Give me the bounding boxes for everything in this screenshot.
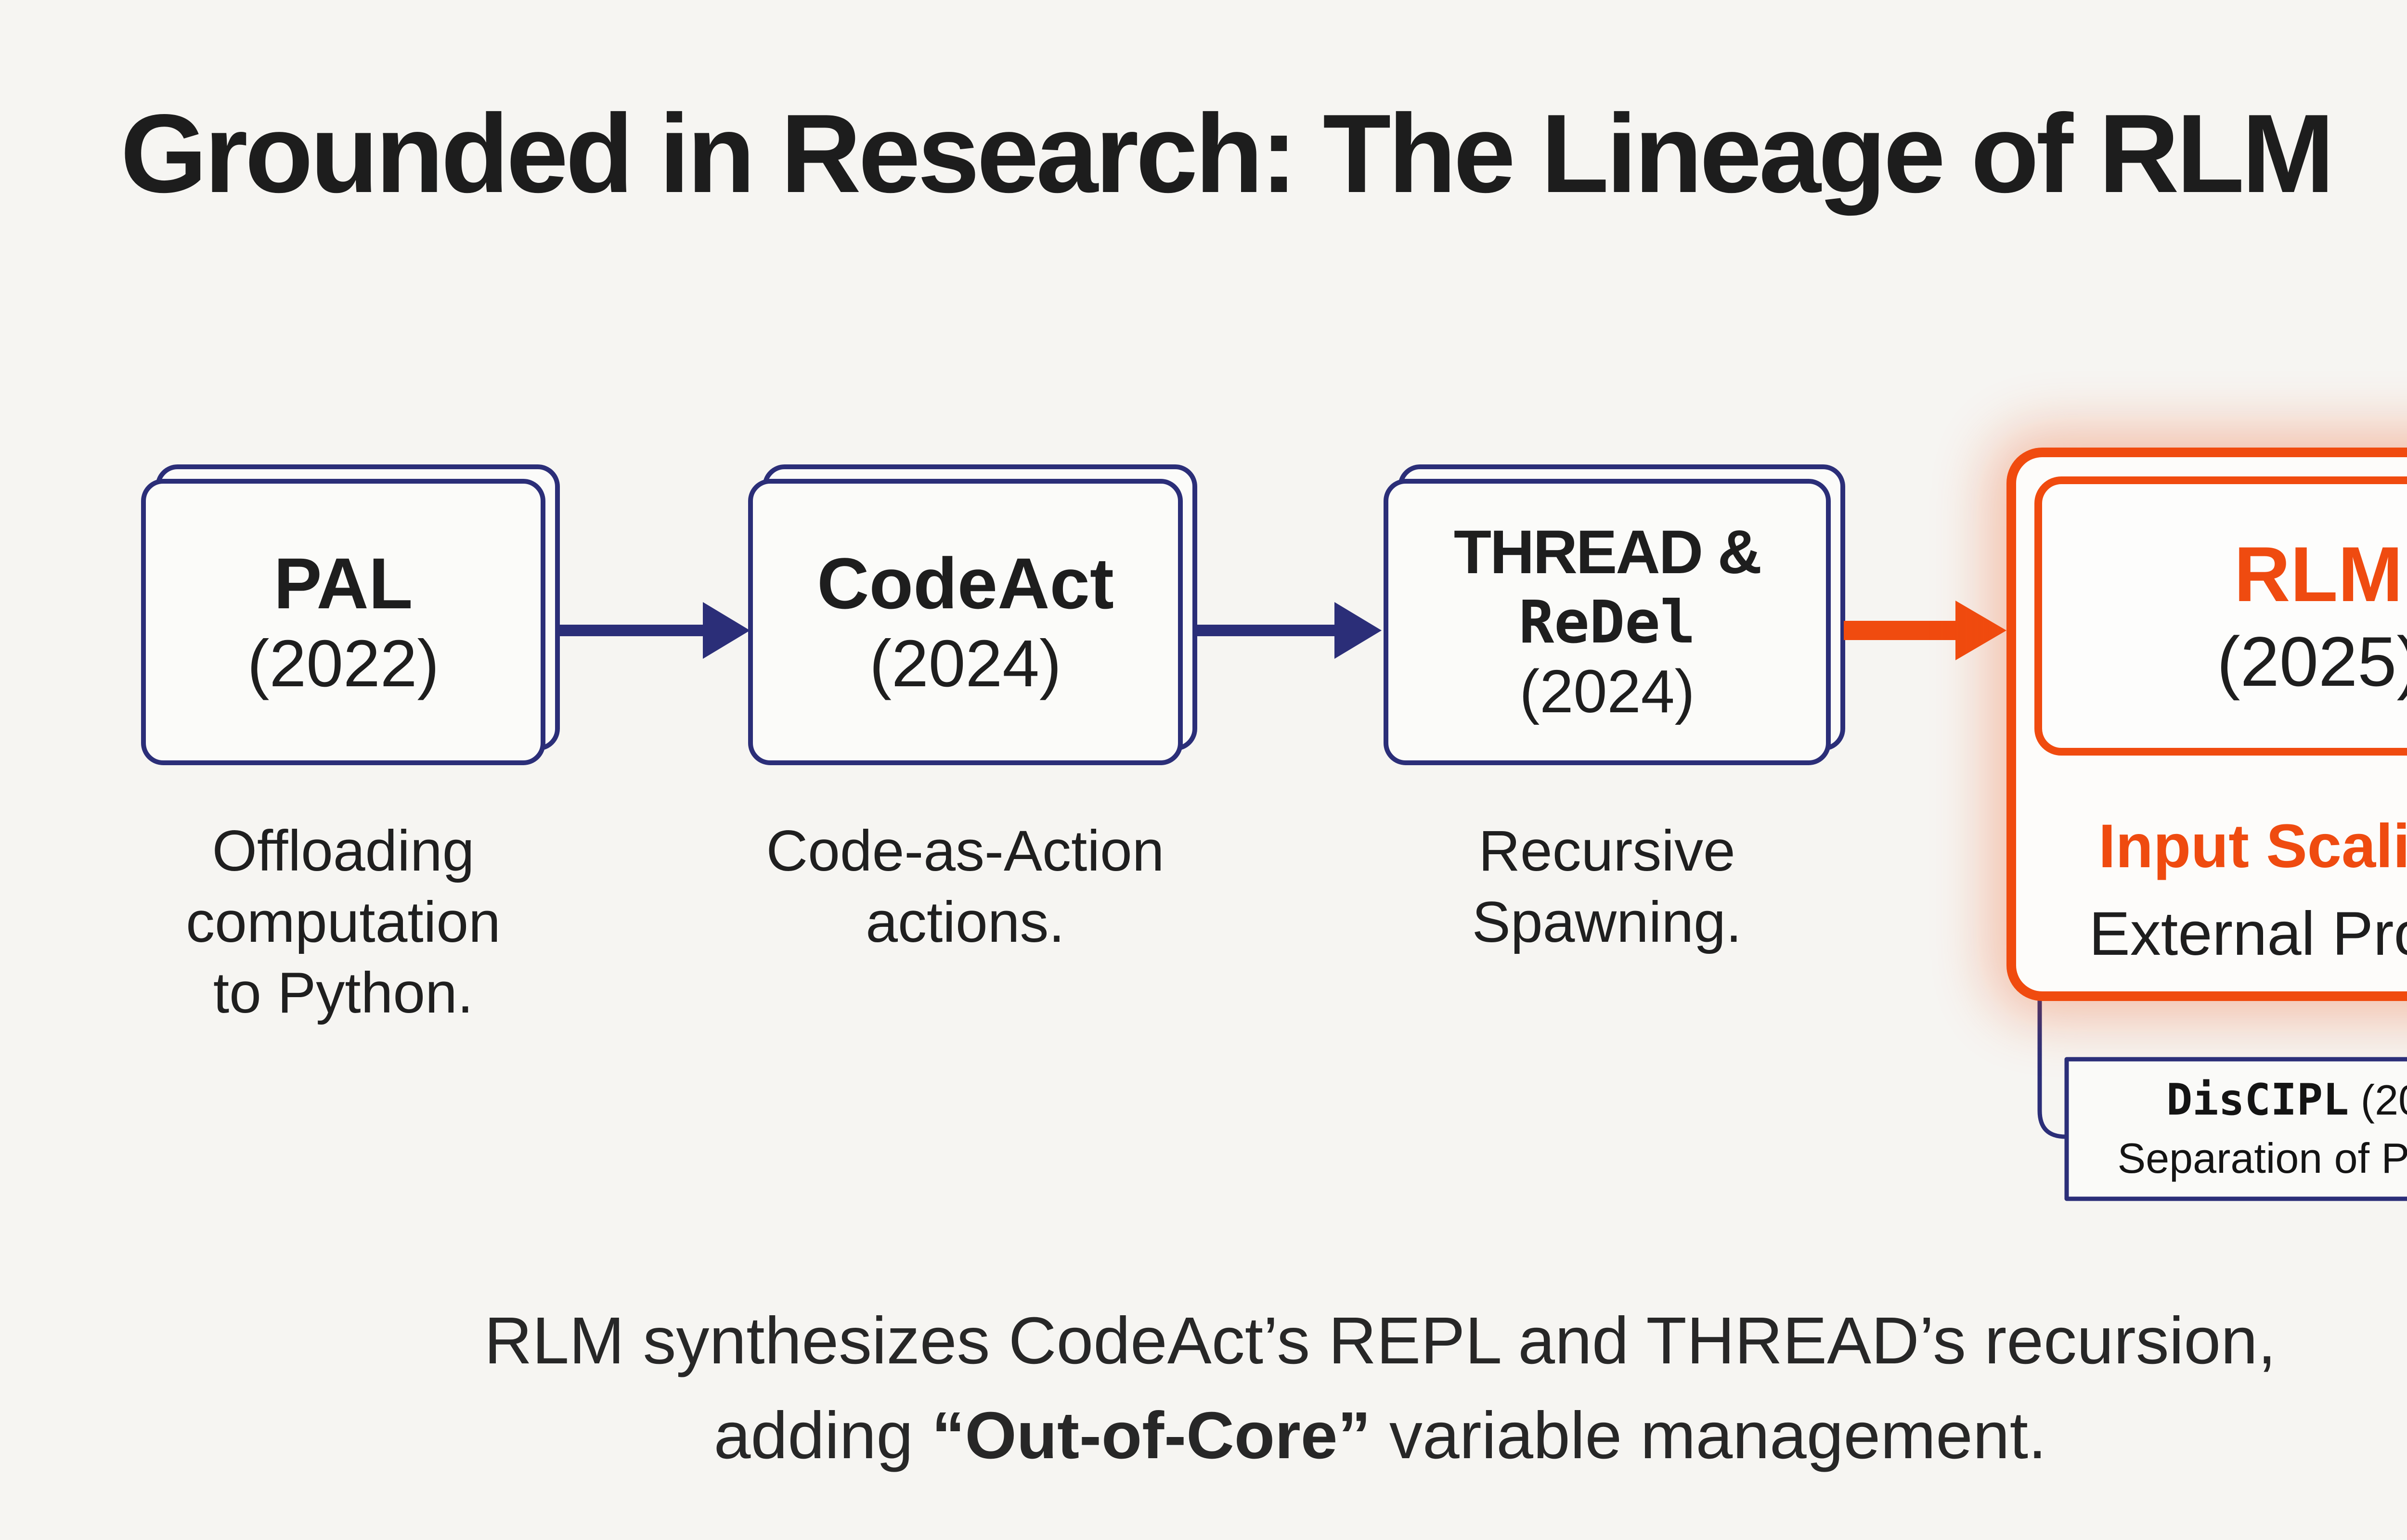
- card-pal-front-sheet: PAL (2022): [141, 479, 545, 765]
- discipl-note: DisCIPL (2025) - Separation of Planning.: [2063, 1056, 2407, 1202]
- card-thread-name-line1: THREAD &: [1453, 518, 1762, 587]
- arrow-thread-rlm-shaft: [1844, 621, 1959, 640]
- card-rlm-name: RLM: [2234, 531, 2403, 618]
- card-thread-name-line2: ReDel: [1518, 588, 1696, 656]
- card-pal-name: PAL: [273, 543, 413, 624]
- card-pal-year: (2022): [247, 627, 440, 701]
- arrow-codeact-thread-head: [1334, 602, 1382, 659]
- card-thread-year: (2024): [1519, 657, 1695, 726]
- summary-text: RLM synthesizes CodeAct’s REPL and THREA…: [0, 1294, 2407, 1484]
- note-text: DisCIPL (2025) - Separation of Planning.: [2063, 1056, 2407, 1202]
- summary-line1: RLM synthesizes CodeAct’s REPL and THREA…: [484, 1304, 2277, 1378]
- summary-line2-prefix: adding: [713, 1399, 932, 1473]
- arrow-codeact-thread-shaft: [1195, 625, 1337, 636]
- summary-line2-bold: “Out-of-Core”: [932, 1399, 1371, 1473]
- note-code-label: DisCIPL: [2166, 1074, 2349, 1125]
- note-line1-rest: (2025) -: [2360, 1076, 2407, 1124]
- note-line2: Separation of Planning.: [2117, 1134, 2407, 1182]
- card-thread-description: Recursive Spawning.: [1472, 819, 1742, 954]
- page-title: Grounded in Research: The Lineage of RLM: [120, 91, 2335, 216]
- rlm-desc-line2: External Prompt.: [2089, 899, 2407, 968]
- card-thread-front-sheet: THREAD & ReDel (2024): [1384, 479, 1831, 765]
- card-rlm-year: (2025): [2216, 622, 2407, 701]
- card-codeact-year: (2024): [869, 627, 1061, 701]
- card-rlm: RLM (2025) Input Scaling + External Prom…: [2006, 448, 2407, 1001]
- card-pal-description: Offloading computation to Python.: [186, 819, 501, 1026]
- card-codeact-description: Code-as-Action actions.: [766, 819, 1165, 954]
- arrow-pal-codeact-shaft: [557, 625, 706, 636]
- rlm-desc-highlight: Input Scaling: [2098, 812, 2407, 881]
- card-pal: PAL (2022): [141, 464, 560, 765]
- arrow-thread-rlm-head: [1955, 601, 2006, 660]
- card-codeact: CodeAct (2024): [748, 464, 1197, 765]
- note-paper-shape: [2064, 1057, 2407, 1201]
- summary-line2: adding “Out-of-Core” variable management…: [0, 1388, 2407, 1483]
- card-codeact-front-sheet: CodeAct (2024): [748, 479, 1183, 765]
- arrow-pal-codeact-head: [703, 602, 750, 659]
- summary-line2-suffix: variable management.: [1371, 1399, 2047, 1473]
- card-rlm-description: Input Scaling + External Prompt.: [2016, 803, 2407, 978]
- card-rlm-inner-box: RLM (2025): [2034, 476, 2407, 756]
- card-codeact-name: CodeAct: [817, 543, 1114, 624]
- card-thread-redel: THREAD & ReDel (2024): [1384, 464, 1845, 765]
- note-line1: DisCIPL (2025) -: [2166, 1073, 2407, 1128]
